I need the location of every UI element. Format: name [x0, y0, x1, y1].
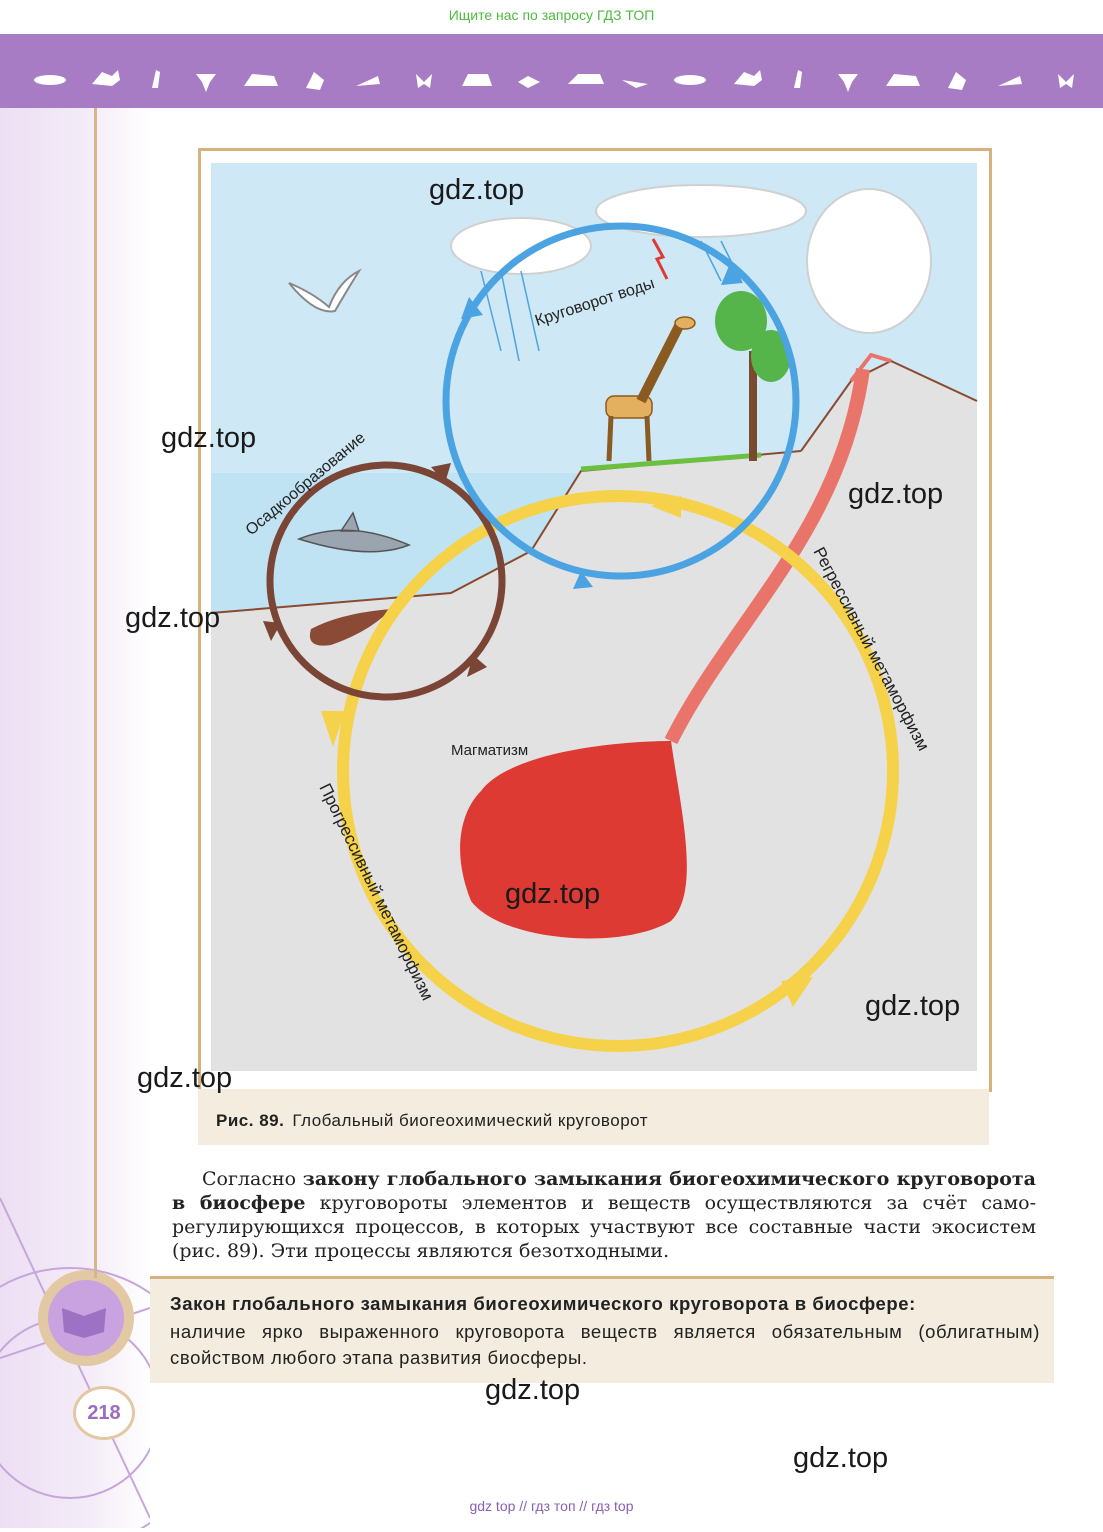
cloud-left [450, 217, 592, 275]
bison-icon [462, 74, 492, 86]
grass [580, 452, 762, 472]
watermark: gdz.top [848, 478, 944, 510]
watermark: gdz.top [865, 990, 961, 1022]
watermark: gdz.top [429, 174, 525, 206]
seagull-icon [288, 268, 362, 313]
watermark: gdz.top [485, 1374, 581, 1406]
law-box: Закон глобального замыкания биогеохимиче… [150, 1276, 1054, 1383]
bull-icon [244, 74, 278, 86]
biogeochemical-cycle-diagram: Круговорот воды Осадкообразование Регрес… [210, 163, 978, 1071]
giraffe-icon [605, 316, 696, 462]
butterfly-icon [416, 74, 432, 88]
butterfly-icon-2 [1058, 74, 1074, 88]
header-band [0, 34, 1103, 108]
watermark: gdz.top [505, 878, 601, 910]
para-bold: закону глобального замыкания биогеохимич… [172, 1168, 1036, 1214]
footer: gdz top // гдз топ // гдз top [469, 1498, 634, 1514]
cloud-right [595, 184, 807, 238]
figure-caption: Рис. 89. Глобальный биогеохимический круг… [198, 1089, 989, 1145]
ground [211, 361, 977, 1071]
left-decoration [0, 108, 211, 1532]
law-title: Закон глобального замыкания биогеохимиче… [170, 1293, 916, 1314]
animal-silhouettes-strip [34, 70, 1074, 92]
insect-icon [196, 74, 216, 92]
lizard-icon-2 [998, 76, 1022, 86]
caption-label: Рис. 89. [216, 1111, 285, 1130]
whale-icon-2 [674, 75, 706, 85]
label-magmatism: Магматизм [451, 742, 528, 759]
kangaroo-icon-2 [794, 70, 802, 88]
sediment-blob [309, 609, 391, 646]
pterodactyl-icon [622, 80, 648, 88]
magma-conduit [664, 368, 870, 745]
lizard-icon [356, 76, 380, 86]
top-banner: Ищите нас по запросу ГДЗ ТОП [448, 7, 655, 23]
scorpion-icon [518, 76, 540, 88]
body-paragraph: Согласно закону глобального замыкания би… [172, 1167, 1036, 1263]
law-text: наличие ярко выраженного круговорота вещ… [170, 1321, 1040, 1368]
water-cycle [442, 222, 800, 580]
deer-icon [92, 70, 120, 86]
cat-icon [306, 72, 324, 90]
open-book-icon [62, 1308, 106, 1338]
para-text-2: круговороты элементов и веществ осуществ… [172, 1192, 1036, 1262]
kangaroo-icon [152, 70, 160, 88]
cat-icon-2 [948, 72, 966, 90]
insect-icon-2 [838, 74, 858, 92]
tree-icon [715, 291, 791, 461]
figure-89: Круговорот воды Осадкообразование Регрес… [198, 148, 992, 1092]
metamorphism-cycle [337, 490, 899, 1052]
para-text-1: Согласно [202, 1168, 303, 1190]
page-number: 218 [73, 1386, 135, 1440]
sedimentation-cycle [266, 461, 506, 701]
horse-icon [568, 74, 604, 84]
volcano-smoke [806, 188, 932, 334]
magma-chamber [460, 741, 687, 939]
watermark: gdz.top [161, 422, 257, 454]
bull-icon-2 [886, 74, 920, 86]
caption-text: Глобальный биогеохимический круговорот [292, 1111, 649, 1130]
deer-icon-2 [734, 70, 762, 86]
whale-icon [34, 75, 66, 85]
lightning-icon [651, 238, 669, 280]
watermark: gdz.top [125, 602, 221, 634]
compass-decoration [0, 1197, 211, 1532]
watermark: gdz.top [793, 1442, 889, 1474]
watermark: gdz.top [137, 1062, 233, 1094]
shark-icon [296, 511, 411, 553]
margin-line [94, 108, 97, 1278]
